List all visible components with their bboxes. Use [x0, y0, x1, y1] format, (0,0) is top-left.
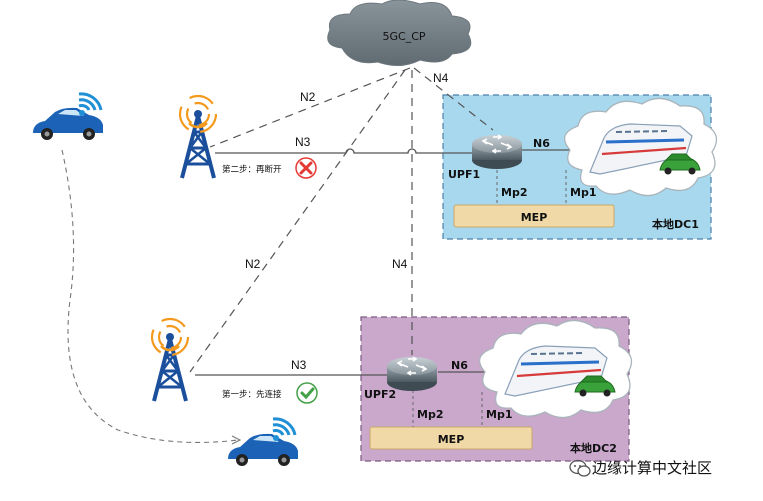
- wifi-icon: [77, 92, 103, 118]
- dc2-mp2-label: Mp2: [417, 408, 443, 421]
- n4-top-label: N4: [433, 71, 449, 85]
- cloud-icon: [327, 0, 472, 66]
- dc1-mp1-label: Mp1: [570, 186, 596, 199]
- n2-mid-link: [189, 69, 406, 373]
- n3-top-label: N3: [295, 135, 311, 149]
- router-icon: [386, 356, 438, 392]
- dc1-n6-label: N6: [533, 137, 550, 150]
- n2-mid-label: N2: [245, 257, 261, 271]
- dc1-mp2-label: Mp2: [501, 186, 527, 199]
- cross-icon: [295, 157, 317, 179]
- step1-label: 第一步：先连接: [222, 389, 282, 400]
- dc1-upf-label: UPF1: [448, 168, 480, 181]
- tower-icon: [178, 94, 218, 180]
- n2-top-label: N2: [300, 90, 316, 104]
- car-icon: [33, 107, 103, 140]
- dc2-mp1-label: Mp1: [486, 408, 512, 421]
- n4-mid-label: N4: [392, 257, 408, 271]
- n3-top-link: [215, 148, 474, 154]
- dc2-mep-box: [369, 426, 533, 450]
- train-icon: [563, 96, 718, 198]
- train-icon: [478, 318, 633, 420]
- arrowhead: [231, 435, 242, 445]
- n4-top-link: [413, 67, 494, 131]
- step2-label: 第二步：再断开: [222, 164, 282, 175]
- watermark-text: 边缘计算中文社区: [592, 459, 712, 477]
- dc2-label: 本地DC2: [570, 441, 617, 455]
- dc1-label: 本地DC1: [652, 217, 699, 231]
- cloud-label: 5GC_CP: [382, 30, 425, 43]
- n3-bottom-label: N3: [291, 358, 307, 372]
- dc2-n6-label: N6: [451, 359, 468, 372]
- wechat-icon: [569, 459, 591, 477]
- tower-icon: [150, 317, 190, 403]
- n2-top-link: [209, 67, 411, 148]
- dc2-upf-label: UPF2: [364, 388, 396, 401]
- check-icon: [296, 382, 318, 404]
- car-handover-path: [61, 149, 239, 443]
- dc2-mep-label: MEP: [438, 433, 465, 446]
- dc1-mep-label: MEP: [521, 211, 548, 224]
- dc1-mep-box: [453, 204, 615, 228]
- router-icon: [471, 134, 523, 170]
- wifi-icon: [271, 417, 297, 443]
